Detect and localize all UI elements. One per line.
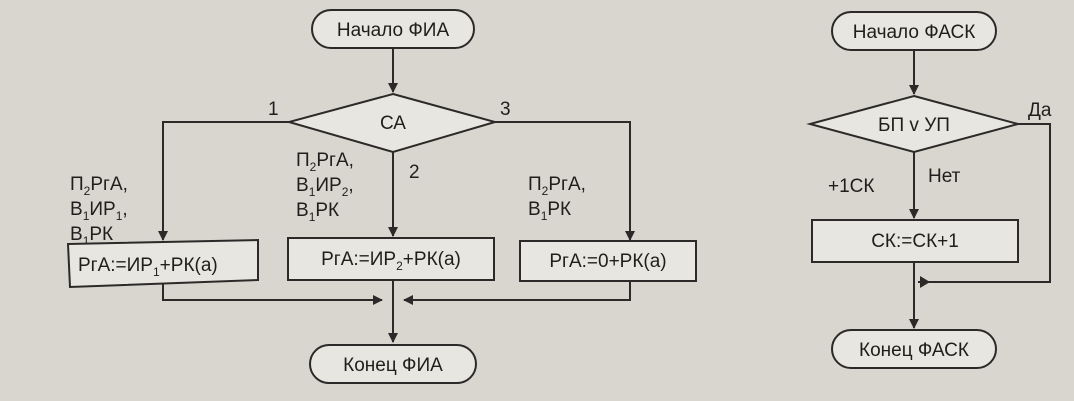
fia-note1-line3: В1РК: [70, 224, 113, 248]
fia-branch1-line: [158, 121, 289, 241]
fia-box3-label: РгА:=0+РК(а): [549, 251, 666, 272]
fask-decision-label: БП v УП: [878, 115, 950, 136]
fia-end-label: Конец ФИА: [343, 355, 443, 376]
fia-branch3-label: 3: [500, 99, 511, 120]
fia-branch2-label: 2: [409, 162, 420, 183]
fia-merge-right: [403, 281, 631, 305]
fia-box3: [519, 240, 697, 282]
fia-box2: [287, 237, 495, 281]
fia-start-label: Начало ФИА: [337, 20, 450, 41]
fia-note3: П2РгА, В1РК: [528, 174, 586, 223]
fia-branch3-line: [495, 121, 635, 241]
fia-box2-label: РгА:=ИР2+РК(а): [321, 249, 461, 273]
fia-box1-label: РгА:=ИР1+РК(а): [78, 255, 218, 279]
fia-note2: П2РгА, В1ИР2, В1РК: [296, 150, 354, 224]
fask-flowchart: Начало ФАСК БП v УП Да Нет +1СК СК:=СК+1…: [806, 11, 1052, 369]
fask-merge-arrowhead: [920, 276, 930, 288]
fia-note1-line1: П2РгА,: [70, 174, 128, 198]
fask-no-label: Нет: [928, 166, 961, 187]
fask-yes-line: [918, 123, 1051, 283]
fia-note1: П2РгА, В1ИР1, В1РК: [70, 174, 128, 248]
fask-end-terminator: [831, 329, 997, 369]
fia-flowchart: Начало ФИА СА 1 2 3 П2РгА, В1ИР1, В1РК П…: [66, 9, 697, 384]
fia-box1: [66, 238, 259, 289]
fask-yes-label: Да: [1028, 100, 1052, 121]
fia-note2-line2: В1ИР2,: [296, 175, 354, 199]
fia-merge-left: [162, 284, 383, 305]
fia-branch1-label: 1: [268, 99, 279, 120]
fia-note2-line3: В1РК: [296, 200, 339, 224]
fia-note3-line2: В1РК: [528, 199, 571, 223]
fia-note2-line1: П2РгА,: [296, 150, 354, 174]
fia-decision-label: СА: [380, 113, 406, 134]
fask-box-label: СК:=СК+1: [871, 231, 959, 252]
fask-box: [811, 219, 1019, 263]
fia-note3-line1: П2РгА,: [528, 174, 586, 198]
fask-end-label: Конец ФАСК: [859, 340, 969, 361]
fask-start-label: Начало ФАСК: [853, 22, 976, 43]
fia-note1-line2: В1ИР1,: [70, 199, 128, 223]
fask-note: +1СК: [828, 176, 874, 197]
fia-end-terminator: [309, 344, 477, 384]
